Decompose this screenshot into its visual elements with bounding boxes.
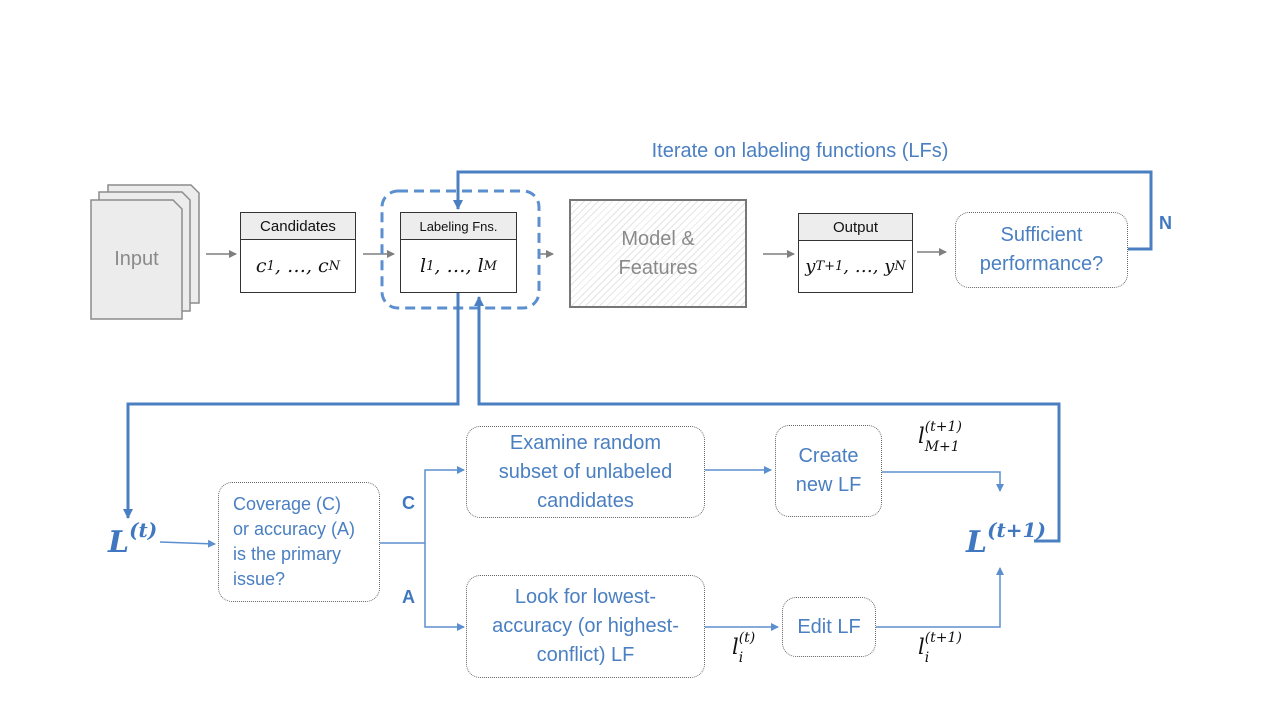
examine-line3: candidates	[537, 489, 634, 512]
create-line2: new LF	[795, 474, 862, 496]
label-matrix-t-plus-1: L(t+1)	[966, 518, 1046, 560]
iterate-label: Iterate on labeling functions (LFs)	[651, 140, 949, 162]
sufficient-line2: performance?	[979, 253, 1104, 275]
edited-lf-symbol: l(t+1)i	[918, 630, 962, 666]
sufficient-performance-box: Sufficient performance?	[955, 212, 1128, 288]
input-label: Input	[114, 248, 159, 270]
input-documents-icon	[90, 184, 200, 320]
question-line1: Coverage (C)	[233, 494, 342, 514]
find-lowest-accuracy-box: Look for lowest- accuracy (or highest- c…	[466, 575, 705, 678]
question-line2: or accuracy (A)	[233, 519, 356, 539]
primary-issue-box: Coverage (C) or accuracy (A) is the prim…	[218, 482, 380, 602]
create-line1: Create	[798, 445, 859, 467]
sufficient-line1: Sufficient	[1000, 224, 1083, 246]
coverage-branch-label: C	[402, 493, 415, 513]
label-matrix-t: L(t)	[108, 518, 158, 560]
question-line4: issue?	[233, 569, 286, 589]
examine-line2: subset of unlabeled	[498, 460, 673, 483]
output-header: Output	[799, 214, 912, 241]
model-features-box: Model & Features	[569, 199, 747, 308]
accuracy-branch-label: A	[402, 587, 415, 607]
features-label: Features	[618, 256, 698, 279]
new-lf-symbol: l(t+1)M+1	[918, 419, 962, 455]
candidates-header: Candidates	[241, 213, 355, 240]
lookfor-line3: conflict) LF	[536, 644, 635, 666]
examine-candidates-box: Examine random subset of unlabeled candi…	[466, 426, 705, 518]
edit-line1: Edit LF	[797, 615, 861, 638]
edit-lf-box: Edit LF	[782, 597, 876, 657]
create-lf-box: Create new LF	[775, 425, 882, 517]
labeling-functions-header: Labeling Fns.	[401, 213, 516, 240]
old-lf-symbol: l(t)i	[732, 630, 756, 666]
no-branch-label: N	[1159, 213, 1172, 233]
examine-line1: Examine random	[509, 431, 662, 454]
lookfor-line2: accuracy (or highest-	[492, 615, 679, 637]
model-label: Model &	[621, 227, 695, 250]
lookfor-line1: Look for lowest-	[514, 586, 657, 608]
question-line3: is the primary	[233, 544, 342, 564]
